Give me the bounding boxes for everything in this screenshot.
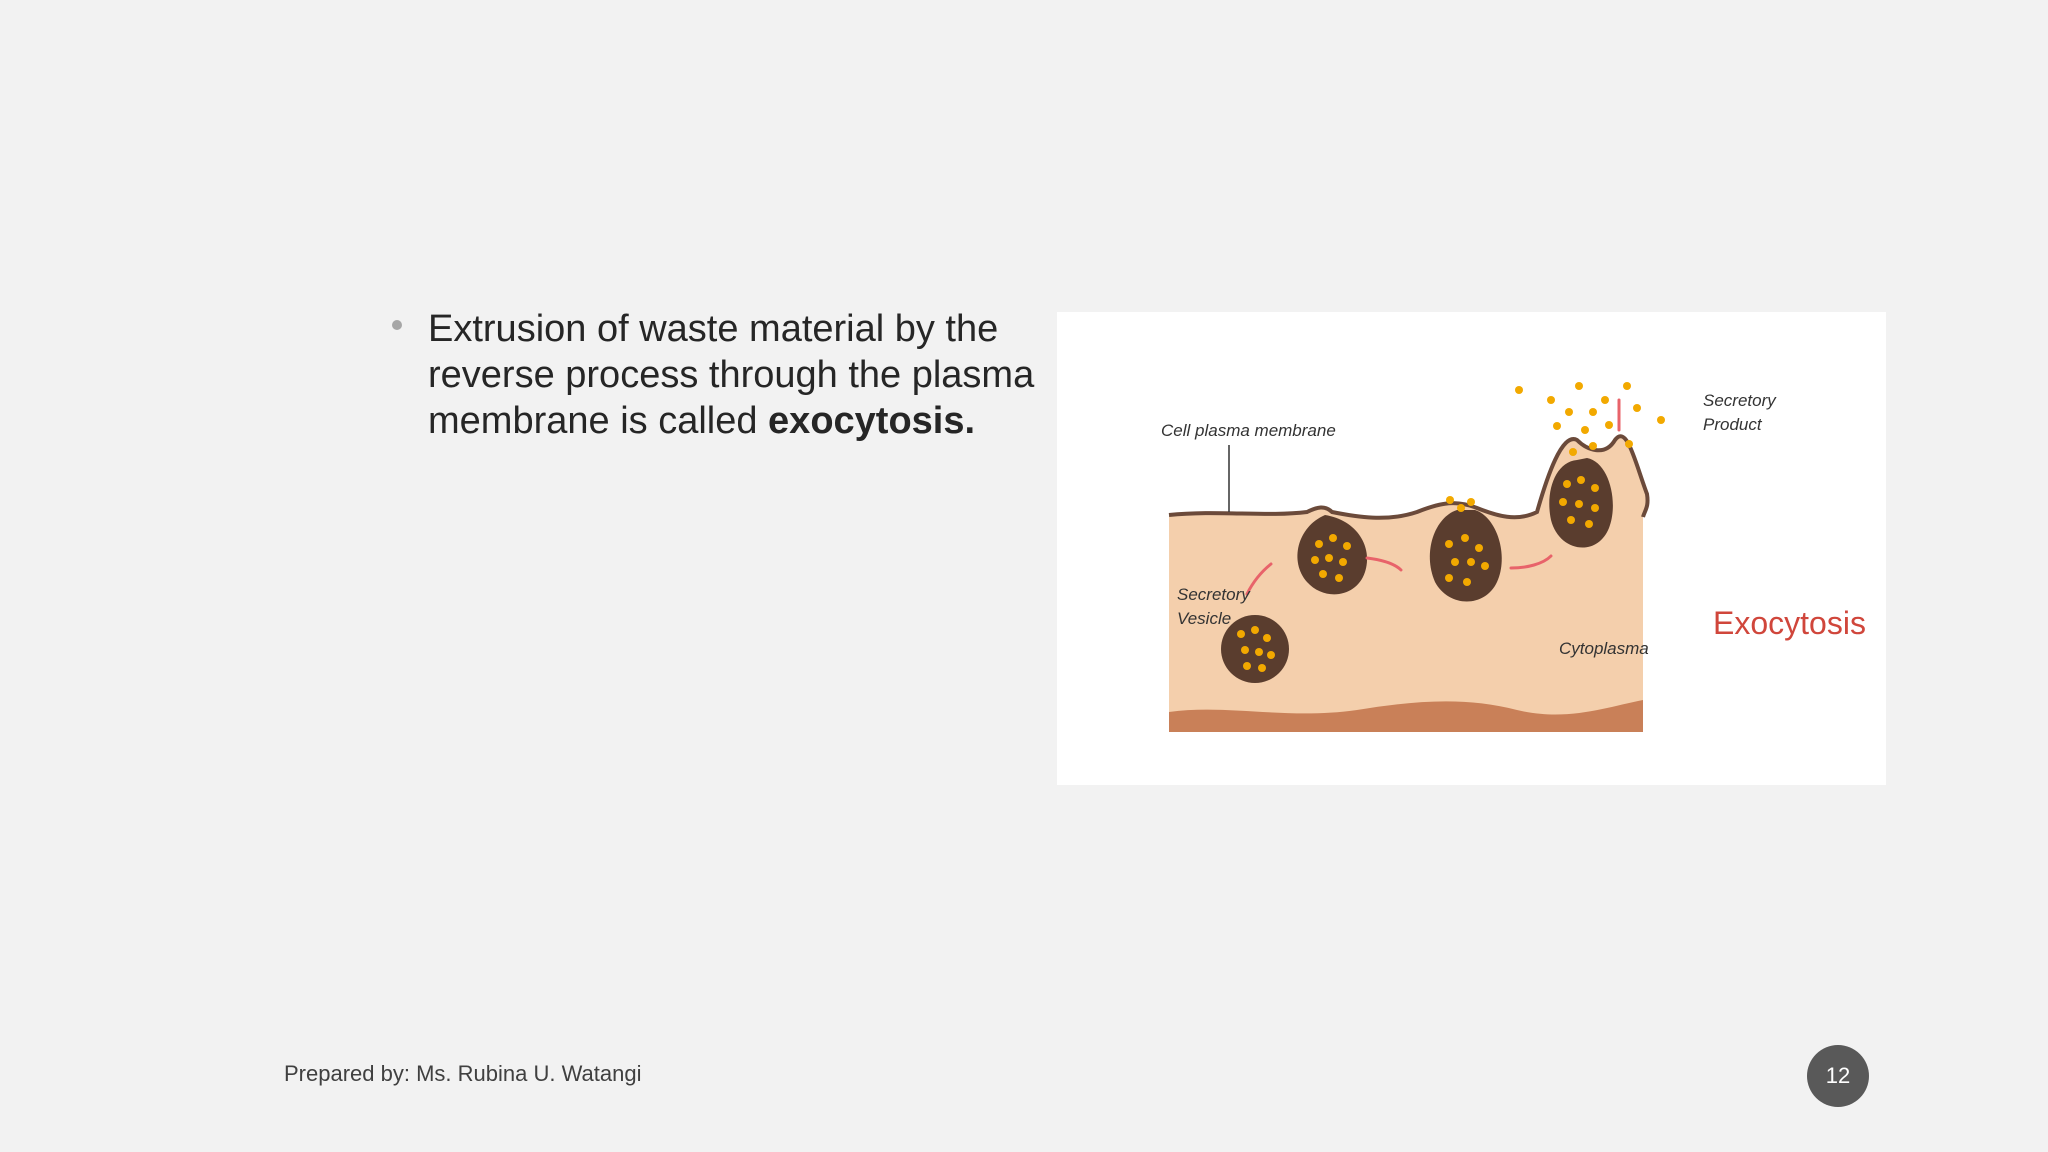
footer-prepared-by: Prepared by: Ms. Rubina U. Watangi xyxy=(284,1061,641,1087)
label-cytoplasma: Cytoplasma xyxy=(1559,639,1649,658)
label-secretory-vesicle-line2: Vesicle xyxy=(1177,609,1231,628)
page-number: 12 xyxy=(1826,1063,1850,1089)
bullet-text-bold: exocytosis. xyxy=(768,400,975,442)
secretory-product-granules xyxy=(1515,382,1665,456)
secretory-vesicle-3 xyxy=(1430,510,1502,602)
label-secretory-vesicle-line1: Secretory xyxy=(1177,585,1251,604)
exocytosis-diagram: Cell plasma membrane Secretory Vesicle S… xyxy=(1057,312,1886,785)
bullet-marker xyxy=(392,320,402,330)
secretory-vesicle-4 xyxy=(1549,458,1613,548)
secretory-vesicle-1 xyxy=(1221,615,1289,683)
diagram-title: Exocytosis xyxy=(1713,605,1866,641)
page-number-badge: 12 xyxy=(1807,1045,1869,1107)
label-cell-plasma-membrane: Cell plasma membrane xyxy=(1161,421,1336,440)
released-granule xyxy=(1446,496,1454,504)
bullet-text: Extrusion of waste material by the rever… xyxy=(428,306,1068,444)
released-granule xyxy=(1457,504,1465,512)
label-secretory-product-line1: Secretory xyxy=(1703,391,1777,410)
released-granule xyxy=(1467,498,1475,506)
exocytosis-illustration: Cell plasma membrane Secretory Vesicle S… xyxy=(1057,312,1886,785)
label-secretory-product-line2: Product xyxy=(1703,415,1763,434)
